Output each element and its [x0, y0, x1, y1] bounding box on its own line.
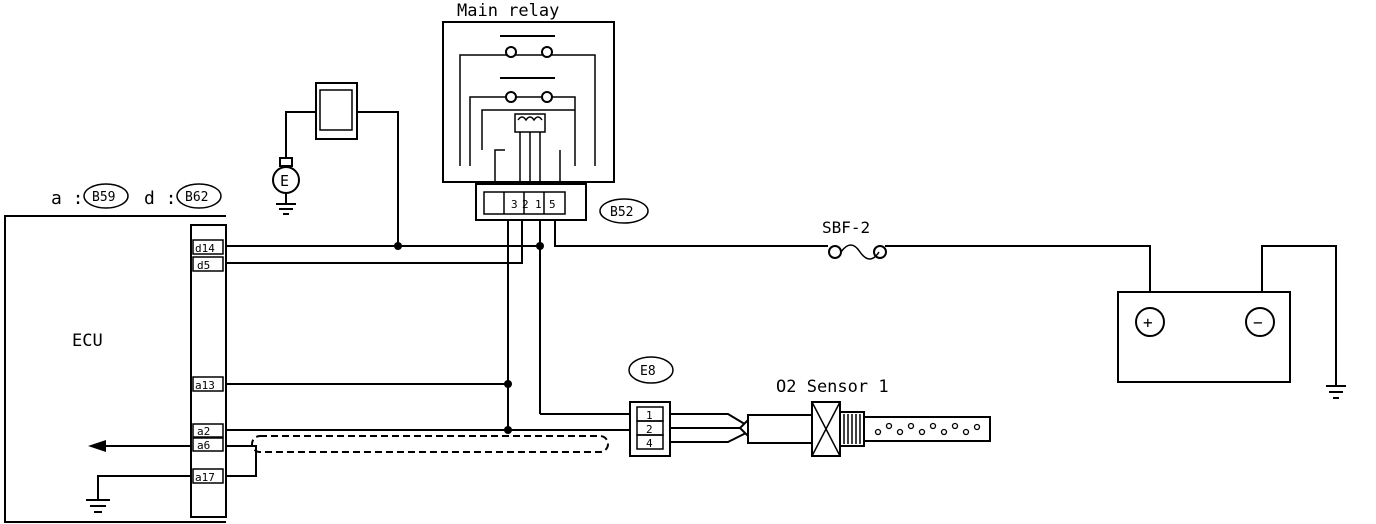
ecu-ground-icon — [86, 499, 110, 513]
svg-text:E: E — [280, 172, 289, 190]
svg-text:2: 2 — [646, 423, 653, 436]
svg-text:+: + — [1143, 313, 1153, 332]
o2-sensor-label: O2 Sensor 1 — [776, 377, 889, 397]
signal-arrow-icon — [88, 440, 106, 452]
fuse-sbf2: SBF-2 — [822, 218, 887, 260]
svg-text:a13: a13 — [195, 379, 215, 392]
ecu-label: ECU — [72, 331, 103, 351]
battery-ground-icon — [1326, 385, 1346, 399]
ecu-pin-a13 — [192, 376, 224, 392]
o2-sensor: O2 Sensor 1 — [738, 377, 991, 457]
wire-relay-5 — [554, 220, 828, 247]
ecu-pin-d5 — [192, 256, 224, 272]
svg-text:1: 1 — [535, 198, 542, 211]
connector-badge-b59 — [83, 183, 129, 209]
ecu-pin-a2 — [192, 423, 224, 438]
svg-text:a :: a : — [51, 188, 84, 209]
svg-text:1: 1 — [646, 409, 653, 422]
svg-text:B52: B52 — [610, 205, 633, 220]
main-relay-label: Main relay — [457, 1, 559, 21]
engine-ground-icon — [276, 203, 296, 215]
svg-text:d14: d14 — [195, 242, 215, 255]
svg-text:d5: d5 — [197, 259, 210, 272]
ecu-pin-a17 — [192, 468, 224, 484]
splice-dot — [536, 242, 544, 250]
connector-badge-e8 — [628, 356, 674, 384]
connector-badge-b62 — [176, 183, 222, 209]
svg-text:d :: d : — [144, 188, 177, 209]
svg-text:E8: E8 — [640, 364, 656, 379]
battery-body — [1117, 291, 1291, 383]
engine-ground-circuit: E — [272, 82, 399, 246]
sensor-connector-e8: E8 1 2 4 — [628, 356, 749, 457]
wiring — [226, 220, 1337, 477]
battery: + − — [1117, 291, 1346, 399]
svg-text:4: 4 — [646, 437, 653, 450]
svg-text:−: − — [1253, 313, 1263, 332]
sensor-probe — [863, 416, 991, 442]
ecu-pin-a6 — [192, 437, 224, 452]
wire-d5 — [226, 220, 523, 264]
svg-text:5: 5 — [549, 198, 556, 211]
svg-text:a6: a6 — [197, 439, 210, 452]
svg-text:a2: a2 — [197, 425, 210, 438]
connector-badge-b52 — [599, 198, 649, 224]
connector-references: a : B59 d : B62 — [51, 183, 222, 209]
ecu-unit: ECU d14 d5 a13 a2 a6 a17 — [4, 215, 227, 523]
svg-text:2: 2 — [522, 198, 529, 211]
battery-positive-terminal — [1135, 307, 1165, 337]
fuse-label: SBF-2 — [822, 218, 870, 237]
shield-wire — [251, 435, 609, 453]
splice-dot — [394, 242, 402, 250]
main-relay: Main relay 3 2 1 5 B52 — [442, 1, 649, 224]
splice-dot — [504, 426, 512, 434]
battery-negative-terminal — [1245, 307, 1275, 337]
ecu-pin-d14 — [192, 239, 224, 255]
svg-text:3: 3 — [511, 198, 518, 211]
main-relay-housing — [442, 21, 615, 183]
svg-text:B59: B59 — [92, 190, 115, 205]
svg-text:a17: a17 — [195, 471, 215, 484]
svg-text:B62: B62 — [185, 190, 208, 205]
splice-dot — [504, 380, 512, 388]
